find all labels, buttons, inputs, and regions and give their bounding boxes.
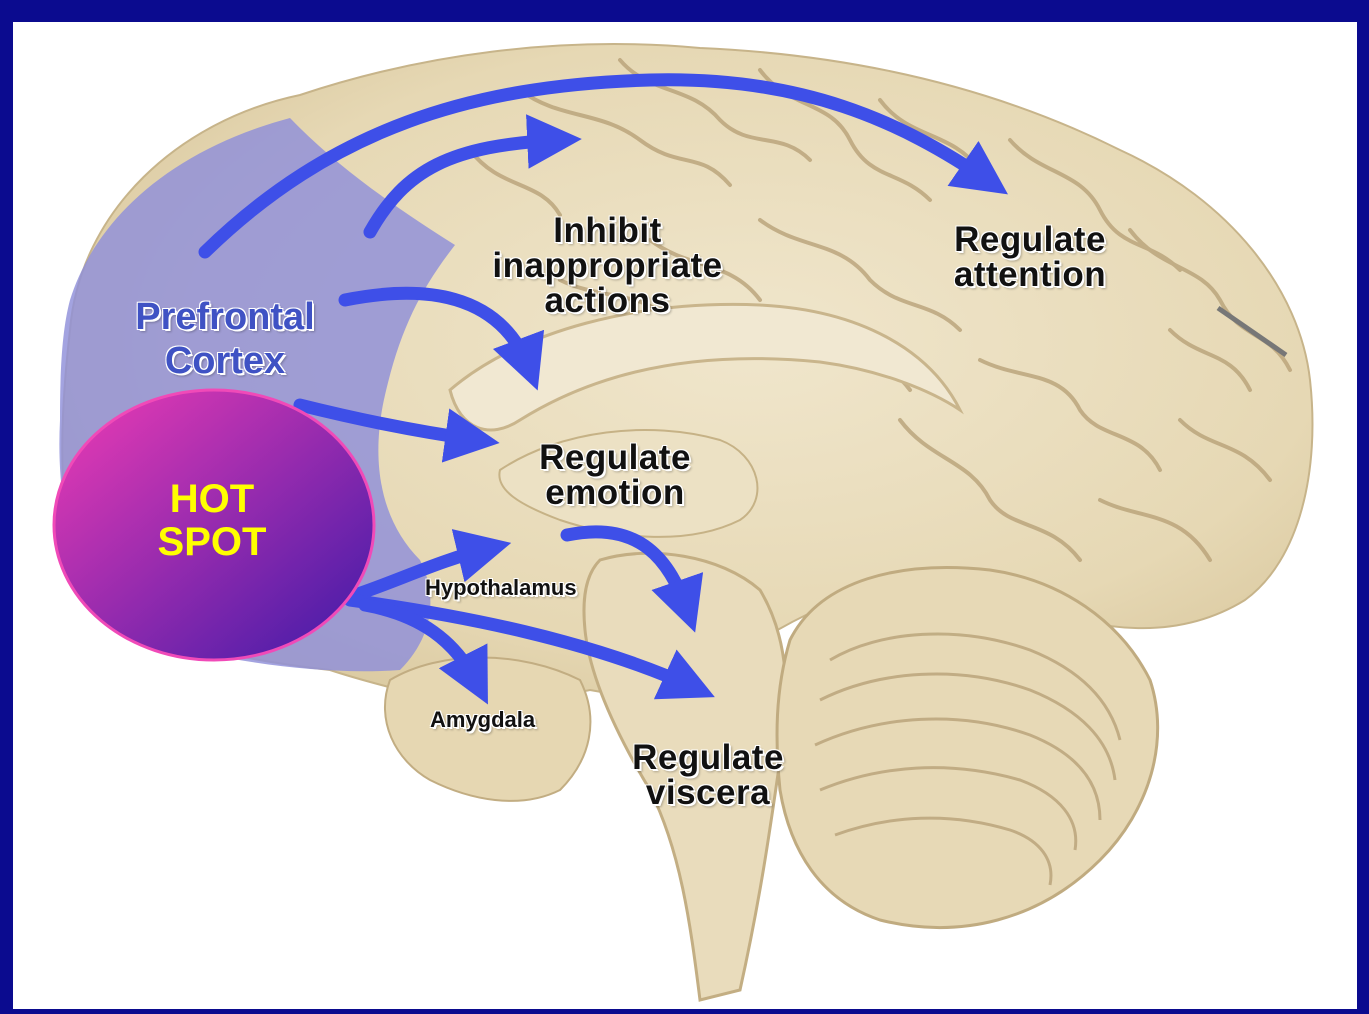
label-attention-line-2: attention (930, 257, 1130, 292)
label-hypothalamus: Hypothalamus (425, 577, 577, 599)
label-emotion-line-1: Regulate (515, 440, 715, 475)
label-inhibit-actions: Inhibit inappropriate actions (470, 213, 745, 318)
label-emotion-line-2: emotion (515, 475, 715, 510)
label-viscera-line-2: viscera (608, 775, 808, 810)
label-attention-line-1: Regulate (930, 222, 1130, 257)
hot-spot-label: HOT SPOT (112, 478, 312, 564)
label-prefrontal-cortex: Prefrontal Cortex (100, 298, 350, 380)
label-regulate-viscera: Regulate viscera (608, 740, 808, 810)
label-amygdala: Amygdala (430, 709, 535, 731)
label-viscera-line-1: Regulate (608, 740, 808, 775)
cerebellum (777, 568, 1158, 928)
label-hypothalamus-text: Hypothalamus (425, 577, 577, 599)
hot-spot-line-2: SPOT (112, 521, 312, 564)
label-amygdala-text: Amygdala (430, 709, 535, 731)
label-prefrontal-line-2: Cortex (100, 342, 350, 380)
hot-spot-line-1: HOT (112, 478, 312, 521)
label-regulate-attention: Regulate attention (930, 222, 1130, 292)
label-inhibit-line-1: Inhibit (470, 213, 745, 248)
label-regulate-emotion: Regulate emotion (515, 440, 715, 510)
label-prefrontal-line-1: Prefrontal (100, 298, 350, 336)
label-inhibit-line-2: inappropriate (470, 248, 745, 283)
label-inhibit-line-3: actions (470, 283, 745, 318)
